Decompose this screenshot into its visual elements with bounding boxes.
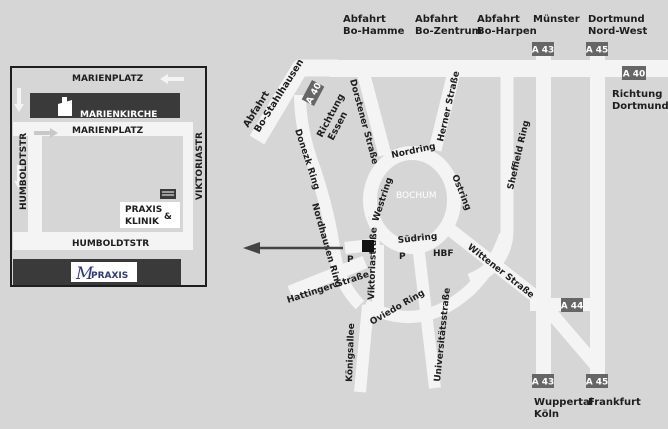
inset-marienplatz-top: MARIENPLATZ (72, 74, 144, 84)
svg-text:A 43: A 43 (532, 46, 555, 56)
road-herner (428, 66, 462, 152)
exit-hamme-line1: Abfahrt (343, 14, 386, 25)
church-icon (58, 97, 72, 116)
down-arrow-icon-2 (14, 165, 24, 189)
parking-marker-2: P (399, 252, 406, 262)
practice-location-marker (362, 240, 374, 252)
road-dorstener (355, 66, 392, 157)
road-ring (363, 146, 461, 254)
shield-a45-top: A 45 (586, 42, 609, 56)
inset-marienkirche: MARIENKIRCHE (80, 110, 157, 120)
shield-a40-left: A 40 (301, 80, 325, 106)
shield-a45-bottom: A 45 (586, 374, 609, 388)
dir-richtung-dortmund-line2: Dortmund (612, 101, 668, 112)
shield-a43-top: A 43 (532, 42, 555, 56)
hbf-label: HBF (433, 249, 454, 259)
dir-richtung-dortmund-line1: Richtung (612, 89, 662, 100)
oneway-arrow-icon (160, 74, 184, 84)
svg-text:A 43: A 43 (532, 378, 555, 388)
inset-humboldtstr-left: HUMBOLDTSTR (19, 133, 29, 210)
road-a44-diag (535, 295, 605, 375)
inset-ampersand: & (164, 212, 172, 222)
road-a45 (590, 56, 605, 386)
svg-text:A 44: A 44 (561, 302, 584, 312)
street-koenigsallee: Königsallee (345, 323, 357, 382)
inset-humboldtstr-bottom: HUMBOLDTSTR (72, 239, 149, 249)
marienkirche-block (30, 93, 180, 118)
inset-marienplatz-mid: MARIENPLATZ (72, 126, 144, 136)
road-oviedo (362, 233, 511, 323)
dir-wuppertal: Wuppertal (534, 397, 593, 408)
inset-map: M (10, 66, 207, 287)
down-arrow-icon-1 (14, 88, 24, 112)
exit-zentrum-line1: Abfahrt (415, 14, 458, 25)
entrance-icon (160, 189, 176, 199)
exit-zentrum-line2: Bo-Zentrum (415, 26, 482, 37)
road-a40-west (249, 59, 338, 145)
svg-text:A 40: A 40 (623, 70, 646, 80)
road-universitaet (412, 244, 441, 389)
dir-koeln: Köln (534, 409, 559, 420)
road-donezk (294, 94, 365, 310)
dir-dortmund-nw-line1: Dortmund (588, 14, 645, 25)
right-arrow-icon (34, 128, 58, 138)
inset-logo-text: PRAXIS (91, 271, 128, 281)
inset-klinik: KLINIK (125, 217, 160, 227)
parking-marker-1: P (347, 255, 354, 265)
svg-text:A 45: A 45 (586, 378, 609, 388)
road-network (249, 56, 668, 393)
road-a43 (536, 56, 551, 386)
dir-frankfurt: Frankfurt (588, 397, 641, 408)
road-koenigsallee (354, 304, 374, 393)
shield-a40-right: A 40 (622, 66, 646, 80)
inset-viktoriastr: VIKTORIASTR (195, 132, 205, 200)
road-hattinger (287, 255, 368, 299)
exit-harpen-line2: Bo-Harpen (477, 26, 537, 37)
arrow-to-inset (243, 242, 343, 254)
svg-text:A 45: A 45 (586, 46, 609, 56)
dir-muenster: Münster (533, 14, 580, 25)
street-suedring: Südring (397, 232, 438, 246)
shield-a44: A 44 (561, 298, 584, 312)
exit-harpen-line1: Abfahrt (477, 14, 520, 25)
praxis-klinik-box (120, 202, 180, 228)
dir-dortmund-nw-line2: Nord-West (588, 26, 647, 37)
road-a40 (330, 60, 668, 77)
city-center-label: BOCHUM (396, 191, 437, 201)
shield-a43-bottom: A 43 (532, 374, 555, 388)
exit-hamme-line2: Bo-Hamme (343, 26, 405, 37)
inset-praxis: PRAXIS (125, 205, 162, 215)
street-universitaet: Universitätsstraße (433, 287, 453, 382)
logo-monogram-icon: M (75, 264, 94, 284)
